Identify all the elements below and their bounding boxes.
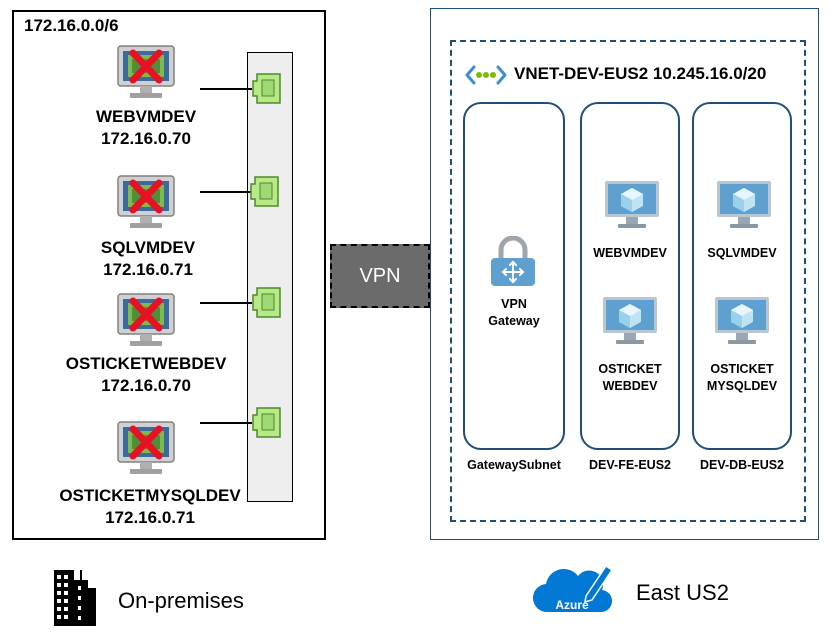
- azure-logo-text: Azure: [555, 598, 589, 612]
- connection-line: [200, 191, 252, 193]
- vm-line1: SQLVMDEV: [707, 246, 777, 260]
- vpn-gateway-icon: [491, 236, 535, 286]
- vpn-label: VPN: [359, 264, 401, 287]
- virtual-machine-icon: [715, 297, 769, 344]
- vm-name: WEBVMDEV: [95, 107, 197, 126]
- vnet-container: [450, 40, 806, 522]
- onprem-location-label: On-premises: [118, 588, 244, 613]
- vnet-icon: [465, 65, 507, 85]
- azure-vm-label: WEBVMDEV: [582, 245, 678, 262]
- network-port-icon: [252, 287, 281, 318]
- azure-vm-label: SQLVMDEV: [694, 245, 790, 262]
- subnet-gateway: [463, 102, 565, 450]
- subnet-label: DEV-DB-EUS2: [699, 458, 785, 472]
- subnet-dev-db: [692, 102, 792, 450]
- azure-vm-label: OSTICKET MYSQLDEV: [694, 361, 790, 395]
- vm-ip: 172.16.0.70: [101, 129, 191, 148]
- onprem-vm-webvmdev: WEBVMDEV 172.16.0.70: [56, 106, 236, 150]
- vnet-title: VNET-DEV-EUS2 10.245.16.0/20: [514, 64, 767, 83]
- desktop-unavailable-icon: [116, 174, 176, 230]
- subnet-dev-fe: [580, 102, 680, 450]
- onprem-vm-sqlvmdev: SQLVMDEV 172.16.0.71: [58, 237, 238, 281]
- network-port-icon: [252, 407, 281, 438]
- on-premises-container: [12, 10, 326, 540]
- vpn-connection: VPN: [330, 244, 430, 308]
- desktop-unavailable-icon: [116, 420, 176, 476]
- connection-line: [200, 302, 252, 304]
- subnet-label: DEV-FE-EUS2: [589, 458, 671, 472]
- vm-ip: 172.16.0.71: [103, 260, 193, 279]
- vm-name: OSTICKETMYSQLDEV: [59, 486, 241, 505]
- azure-region-container: [430, 8, 819, 540]
- vm-line2: MYSQLDEV: [706, 379, 778, 393]
- vpn-gateway-label: VPN Gateway: [470, 296, 558, 330]
- gateway-line1: VPN: [501, 297, 527, 311]
- vm-ip: 172.16.0.71: [105, 508, 195, 527]
- vm-line1: WEBVMDEV: [593, 246, 667, 260]
- connection-line: [200, 422, 252, 424]
- vm-name: SQLVMDEV: [100, 238, 196, 257]
- virtual-machine-icon: [717, 181, 771, 228]
- azure-location-label: East US2: [636, 580, 729, 605]
- desktop-unavailable-icon: [116, 44, 176, 100]
- virtual-machine-icon: [605, 181, 659, 228]
- vm-line2: WEBDEV: [602, 379, 658, 393]
- virtual-machine-icon: [603, 297, 657, 344]
- onprem-vm-osticketwebdev: OSTICKETWEBDEV 172.16.0.70: [56, 353, 236, 397]
- gateway-line2: Gateway: [488, 314, 540, 328]
- building-icon: [54, 570, 96, 626]
- onprem-vm-osticketmysqldev: OSTICKETMYSQLDEV 172.16.0.71: [58, 485, 242, 529]
- azure-vm-label: OSTICKET WEBDEV: [582, 361, 678, 395]
- vm-line1: OSTICKET: [710, 362, 774, 376]
- azure-cloud-icon: Azure: [532, 564, 614, 613]
- vm-name: OSTICKETWEBDEV: [65, 354, 227, 373]
- subnet-label: GatewaySubnet: [467, 458, 561, 472]
- connection-line: [200, 88, 252, 90]
- network-port-icon: [252, 73, 281, 104]
- vm-line1: OSTICKET: [598, 362, 662, 376]
- vm-ip: 172.16.0.70: [101, 376, 191, 395]
- onprem-network-label: 172.16.0.0/6: [24, 16, 119, 35]
- desktop-unavailable-icon: [116, 292, 176, 348]
- network-port-icon: [250, 176, 279, 207]
